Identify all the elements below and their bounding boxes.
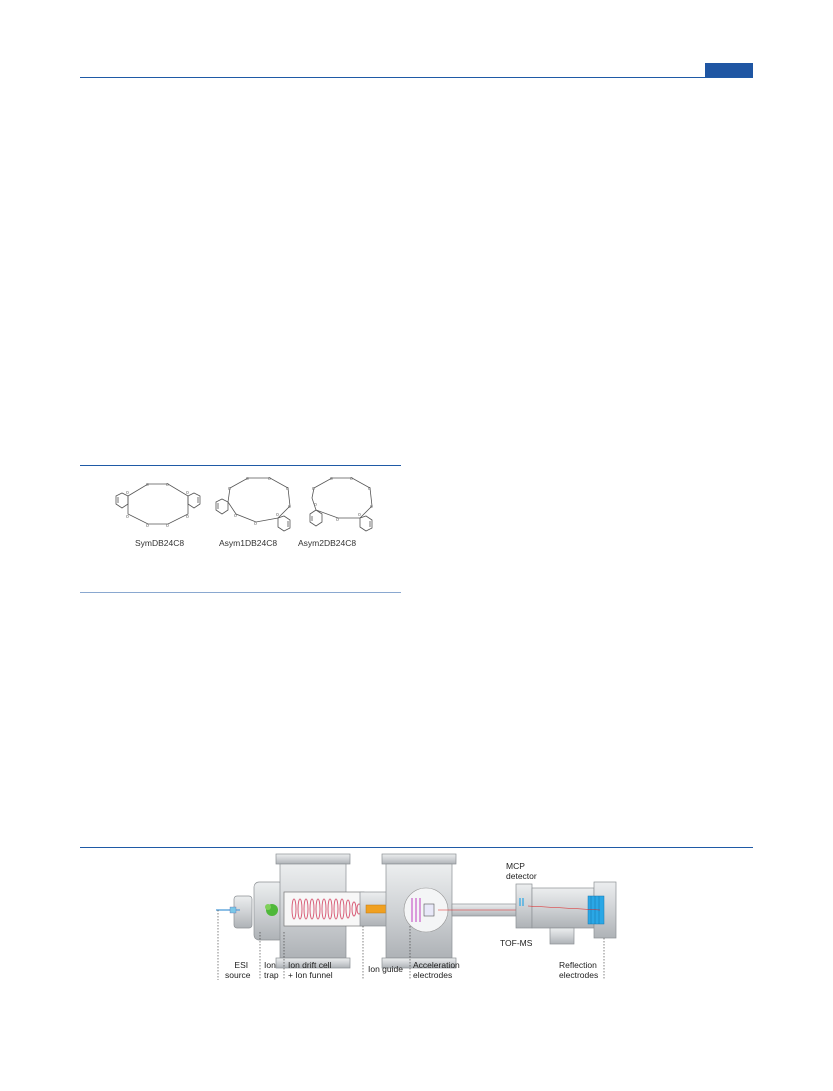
svg-text:o: o	[146, 523, 149, 529]
label-mcp-line1: MCP	[506, 861, 525, 871]
label-acceleration-electrodes: Acceleration electrodes	[413, 960, 460, 980]
svg-text:o: o	[370, 504, 373, 510]
ion-trap-chamber	[253, 881, 285, 941]
label-ion-drift-cell: Ion drift cell + Ion funnel	[288, 960, 333, 980]
svg-text:o: o	[286, 486, 289, 492]
label-drift-line1: Ion drift cell	[288, 960, 332, 970]
label-trap-line1: Ion	[264, 960, 276, 970]
svg-text:o: o	[166, 523, 169, 529]
molecule-structures: o o o o o o o o o o o o o o o o o o o o o o o o	[115, 476, 373, 532]
label-reflection-electrodes: Reflection electrodes	[559, 960, 598, 980]
label-refl-line1: Reflection	[559, 960, 597, 970]
label-trap-line2: trap	[264, 970, 279, 980]
ion-drift-cell-chamber	[275, 853, 365, 969]
svg-text:o: o	[336, 517, 339, 523]
svg-text:o: o	[126, 514, 129, 520]
label-esi-line2: source	[225, 970, 251, 980]
svg-text:o: o	[166, 482, 169, 488]
svg-text:o: o	[350, 476, 353, 482]
svg-text:o: o	[228, 486, 231, 492]
label-accel-line1: Acceleration	[413, 960, 460, 970]
svg-text:o: o	[186, 490, 189, 496]
label-accel-line2: electrodes	[413, 970, 453, 980]
label-ion-guide: Ion guide	[368, 964, 403, 974]
label-ion-trap: Ion trap	[264, 960, 279, 980]
label-tof-ms: TOF-MS	[500, 938, 533, 948]
asym2db24c8-structure	[309, 477, 373, 532]
svg-text:o: o	[146, 482, 149, 488]
svg-text:o: o	[126, 490, 129, 496]
label-refl-line2: electrodes	[559, 970, 599, 980]
figure2-top-rule	[80, 847, 753, 848]
label-mcp-detector: MCP detector	[506, 861, 537, 881]
label-esi-source: ESI source	[225, 960, 251, 980]
label-asym2db24c8: Asym2DB24C8	[298, 538, 357, 548]
instrument-schematic	[216, 853, 617, 980]
header-rule	[80, 77, 753, 78]
svg-text:o: o	[330, 476, 333, 482]
page-badge	[705, 63, 753, 77]
symdb24c8-structure	[115, 483, 201, 525]
asym1db24c8-structure	[215, 477, 291, 532]
svg-text:o: o	[246, 476, 249, 482]
svg-text:o: o	[276, 512, 279, 518]
label-esi-line1: ESI	[234, 960, 249, 970]
svg-text:o: o	[186, 514, 189, 520]
svg-text:o: o	[358, 512, 361, 518]
esi-source-chamber	[216, 895, 253, 929]
label-drift-line2: + Ion funnel	[288, 970, 333, 980]
svg-text:o: o	[368, 486, 371, 492]
label-symdb24c8: SymDB24C8	[135, 538, 185, 548]
svg-text:o: o	[288, 504, 291, 510]
tof-ms-chamber	[515, 881, 617, 945]
label-mcp-line2: detector	[506, 871, 537, 881]
svg-text:o: o	[234, 513, 237, 519]
acceleration-chamber	[381, 853, 457, 969]
figure1-top-rule	[80, 465, 401, 466]
svg-text:o: o	[254, 521, 257, 527]
svg-text:o: o	[314, 502, 317, 508]
label-asym1db24c8: Asym1DB24C8	[219, 538, 278, 548]
svg-text:o: o	[268, 476, 271, 482]
svg-text:o: o	[312, 486, 315, 492]
figure1-bottom-rule	[80, 592, 401, 593]
